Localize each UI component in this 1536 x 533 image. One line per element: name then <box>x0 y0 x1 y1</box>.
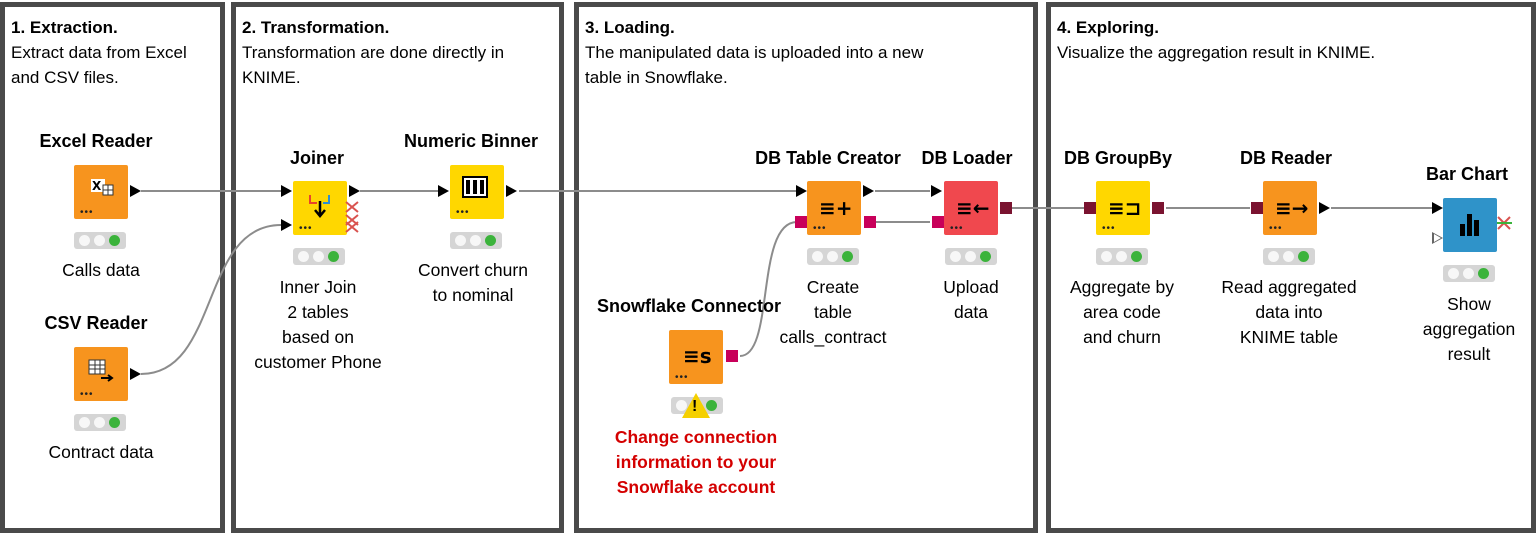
numeric-binner-node[interactable]: ••• <box>450 165 504 219</box>
excel-reader-icon: X <box>91 179 114 196</box>
node-desc-db-loader: Upload data <box>943 277 999 322</box>
output-port[interactable] <box>506 185 517 197</box>
svg-text:≡+: ≡+ <box>819 196 853 220</box>
input-port[interactable] <box>796 185 807 197</box>
db-reader-node[interactable]: ≡→ ••• <box>1263 181 1317 235</box>
section-desc: Extract data from Excel and CSV files. <box>11 43 187 87</box>
input-port[interactable] <box>438 185 449 197</box>
connection <box>739 221 798 357</box>
inactive-port-icon <box>1497 216 1512 230</box>
binner-icon <box>462 176 488 198</box>
status-light <box>293 248 345 265</box>
section-extraction: 1. Extraction. Extract data from Excel an… <box>0 2 225 533</box>
section-desc: Transformation are done directly in KNIM… <box>242 43 505 87</box>
db-loader-node[interactable]: ≡← ••• <box>944 181 998 235</box>
status-light <box>1096 248 1148 265</box>
node-title-numeric-binner: Numeric Binner <box>403 131 539 151</box>
db-input-port[interactable] <box>932 216 944 228</box>
csv-reader-icon <box>88 359 114 382</box>
svg-text:≡⊐: ≡⊐ <box>1108 196 1142 220</box>
node-desc-db-reader: Read aggregated data into KNIME table <box>1221 277 1357 347</box>
db-table-creator-icon: ≡+ <box>819 196 853 220</box>
warning-icon: ! <box>682 393 710 418</box>
node-desc-bar-chart: Show aggregation result <box>1422 294 1516 364</box>
input-port[interactable] <box>281 219 292 231</box>
snowflake-connector-node[interactable]: ≡s ••• <box>669 330 723 384</box>
node-desc-db-table-creator: Create table calls_contract <box>779 277 887 347</box>
db-output-port[interactable] <box>864 216 876 228</box>
node-title-snowflake-connector: Snowflake Connector <box>596 296 782 316</box>
status-light <box>1263 248 1315 265</box>
db-groupby-icon: ≡⊐ <box>1108 196 1142 220</box>
db-input-port[interactable] <box>795 216 807 228</box>
db-input-port[interactable] <box>1084 202 1096 214</box>
joiner-icon <box>309 195 330 218</box>
section-desc: Visualize the aggregation result in KNIM… <box>1057 43 1376 62</box>
status-light <box>807 248 859 265</box>
output-port[interactable] <box>1319 202 1330 214</box>
node-desc-snowflake-connector: Change connection information to your Sn… <box>614 427 778 497</box>
node-desc-csv-reader: Contract data <box>48 442 154 462</box>
input-port[interactable] <box>281 185 292 197</box>
status-light <box>945 248 997 265</box>
input-port[interactable] <box>931 185 942 197</box>
db-output-port[interactable] <box>1000 202 1012 214</box>
node-title-db-reader: DB Reader <box>1239 148 1333 168</box>
db-output-port[interactable] <box>1152 202 1164 214</box>
node-title-db-loader: DB Loader <box>921 148 1013 168</box>
db-table-creator-node[interactable]: ≡+ ••• <box>807 181 861 235</box>
section-title: 3. Loading. <box>585 18 675 37</box>
node-title-bar-chart: Bar Chart <box>1425 164 1509 184</box>
svg-text:X: X <box>92 179 102 193</box>
node-desc-excel-reader: Calls data <box>62 260 140 280</box>
svg-text:≡→: ≡→ <box>1275 196 1309 220</box>
node-title-db-groupby: DB GroupBy <box>1064 148 1172 168</box>
output-port[interactable] <box>130 368 141 380</box>
db-reader-icon: ≡→ <box>1275 196 1309 220</box>
inactive-port-icon <box>345 201 359 233</box>
section-loading: 3. Loading. The manipulated data is uploa… <box>574 2 1038 533</box>
bar-chart-icon <box>1460 214 1479 236</box>
db-groupby-node[interactable]: ≡⊐ ••• <box>1096 181 1150 235</box>
optional-input-port[interactable] <box>1432 232 1443 244</box>
excel-reader-node[interactable]: X ••• <box>74 165 128 219</box>
section-title: 4. Exploring. <box>1057 18 1160 37</box>
db-loader-icon: ≡← <box>956 196 990 220</box>
node-desc-numeric-binner: Convert churn to nominal <box>418 260 528 305</box>
output-port[interactable] <box>130 185 141 197</box>
node-title-db-table-creator: DB Table Creator <box>755 148 901 168</box>
connection <box>140 224 282 375</box>
snowflake-connector-icon: ≡s <box>683 344 712 368</box>
node-title-joiner: Joiner <box>289 148 345 168</box>
status-light <box>74 414 126 431</box>
status-light <box>74 232 126 249</box>
status-light <box>450 232 502 249</box>
section-title: 2. Transformation. <box>242 18 390 37</box>
svg-text:≡←: ≡← <box>956 196 990 220</box>
node-desc-joiner: Inner Join 2 tables based on customer Ph… <box>254 277 382 372</box>
db-output-port[interactable] <box>726 350 738 362</box>
section-transformation: 2. Transformation. Transformation are don… <box>231 2 564 533</box>
section-desc: The manipulated data is uploaded into a … <box>585 43 924 87</box>
node-title-csv-reader: CSV Reader <box>44 313 148 333</box>
status-light <box>1443 265 1495 282</box>
output-port[interactable] <box>863 185 874 197</box>
db-input-port[interactable] <box>1251 202 1263 214</box>
node-title-excel-reader: Excel Reader <box>39 131 153 151</box>
section-title: 1. Extraction. <box>11 18 118 37</box>
bar-chart-node[interactable] <box>1443 198 1497 252</box>
joiner-node[interactable]: ••• <box>293 181 347 235</box>
node-desc-db-groupby: Aggregate by area code and churn <box>1069 277 1175 347</box>
csv-reader-node[interactable]: ••• <box>74 347 128 401</box>
svg-text:≡s: ≡s <box>683 344 712 368</box>
output-port[interactable] <box>349 185 360 197</box>
input-port[interactable] <box>1432 202 1443 214</box>
